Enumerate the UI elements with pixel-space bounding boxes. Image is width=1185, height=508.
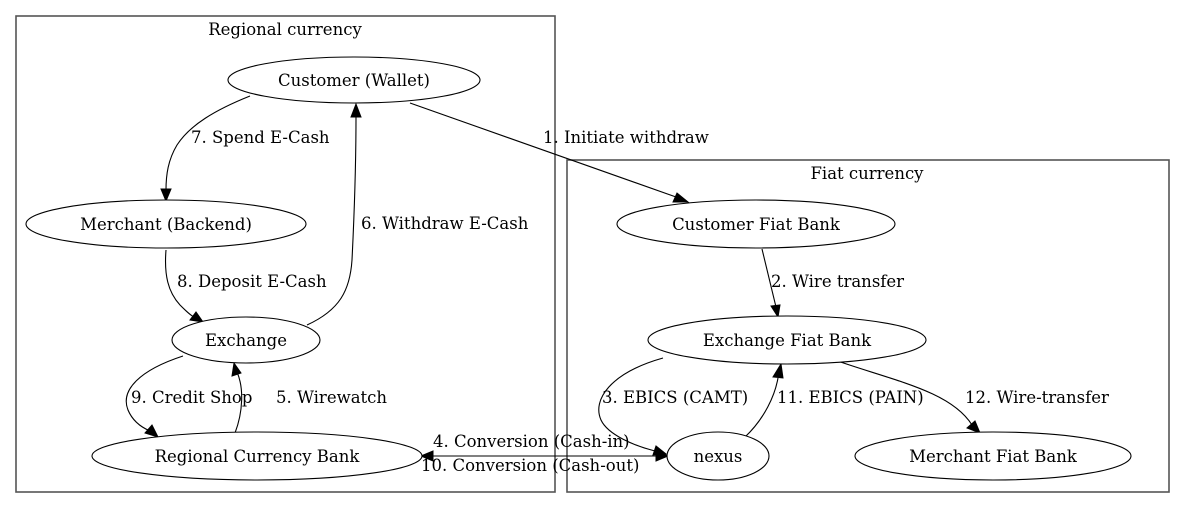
edge-wire-transfer: 2. Wire transfer: [761, 248, 904, 319]
cluster-fiat-label: Fiat currency: [810, 164, 924, 183]
edge-ebics-pain-path: [744, 377, 779, 438]
node-merchant-fiat-bank-shape: [854, 431, 1132, 481]
edge-initiate-withdraw-arrowhead: [672, 192, 690, 203]
node-merchant-fiat-bank: Merchant Fiat Bank: [854, 431, 1132, 481]
cluster-fiat-currency: Fiat currency: [566, 159, 1170, 493]
node-merchant-backend-shape: [25, 199, 307, 249]
edge-credit-shop-path: [125, 355, 184, 432]
edge-ebics-pain-label: 11. EBICS (PAIN): [777, 388, 924, 407]
edge-initiate-withdraw-path: [409, 102, 677, 198]
node-customer-fiat-bank-shape: [616, 199, 896, 249]
node-exchange: Exchange: [171, 316, 321, 364]
edge-wire-transfer-path: [761, 248, 777, 308]
node-exchange-fiat-bank-shape: [647, 315, 927, 365]
edge-deposit-ecash-label: 8. Deposit E-Cash: [177, 272, 327, 291]
node-nexus: nexus: [666, 431, 770, 481]
edge-conversion-cash-in-arrowhead: [419, 450, 434, 462]
edge-wire-transfer-merchant-path: [828, 357, 973, 426]
edge-ebics-pain-arrowhead: [772, 362, 784, 379]
node-nexus-shape: [666, 431, 770, 481]
edge-credit-shop-label: 9. Credit Shop: [131, 388, 252, 407]
edge-deposit-ecash-path: [164, 249, 195, 318]
edge-deposit-ecash-arrowhead: [189, 311, 205, 323]
edge-credit-shop-arrowhead: [144, 424, 159, 438]
node-exchange-fiat-bank: Exchange Fiat Bank: [647, 315, 927, 365]
edge-conversion-cash-out-label: 10. Conversion (Cash-out): [421, 456, 639, 475]
node-merchant-backend: Merchant (Backend): [25, 199, 307, 249]
edge-spend-ecash: 7. Spend E-Cash: [160, 95, 330, 203]
edge-withdraw-ecash-label: 6. Withdraw E-Cash: [361, 214, 529, 233]
edge-wire-transfer-label: 2. Wire transfer: [771, 272, 904, 291]
edge-wire-transfer-merchant-label: 12. Wire-transfer: [965, 388, 1109, 407]
cluster-regional-box: [15, 15, 556, 493]
node-nexus-label: nexus: [694, 447, 743, 466]
edge-ebics-pain: 11. EBICS (PAIN): [744, 362, 924, 438]
edge-initiate-withdraw: 1. Initiate withdraw: [409, 102, 709, 203]
edge-conversion-cash-out: 10. Conversion (Cash-out): [421, 450, 670, 475]
edge-withdraw-ecash-arrowhead: [350, 102, 362, 118]
cluster-regional-currency: Regional currency: [15, 15, 556, 493]
edge-initiate-withdraw-label: 1. Initiate withdraw: [543, 128, 709, 147]
node-exchange-fiat-bank-label: Exchange Fiat Bank: [703, 331, 872, 350]
edge-ebics-camt-path: [598, 357, 664, 452]
node-regional-currency-bank-shape: [91, 431, 423, 481]
edge-wirewatch-label: 5. Wirewatch: [276, 388, 387, 407]
edge-wire-transfer-merchant: 12. Wire-transfer: [828, 357, 1109, 434]
edge-conversion-cash-in-label: 4. Conversion (Cash-in): [433, 432, 630, 451]
node-merchant-fiat-bank-label: Merchant Fiat Bank: [909, 447, 1078, 466]
edge-spend-ecash-arrowhead: [160, 188, 172, 203]
edge-wirewatch-arrowhead: [231, 361, 242, 377]
node-customer-fiat-bank: Customer Fiat Bank: [616, 199, 896, 249]
cluster-regional-label: Regional currency: [208, 20, 362, 39]
node-exchange-label: Exchange: [205, 331, 287, 350]
edge-ebics-camt-label: 3. EBICS (CAMT): [602, 388, 748, 407]
edge-deposit-ecash: 8. Deposit E-Cash: [164, 249, 327, 323]
edge-withdraw-ecash: 6. Withdraw E-Cash: [306, 102, 529, 326]
edge-wire-transfer-arrowhead: [770, 304, 781, 319]
edge-spend-ecash-path: [165, 95, 251, 191]
edge-conversion-cash-out-arrowhead: [655, 450, 670, 462]
node-customer-fiat-bank-label: Customer Fiat Bank: [672, 215, 841, 234]
edge-wire-transfer-merchant-arrowhead: [966, 420, 981, 434]
edge-wirewatch-path: [234, 371, 243, 434]
edge-conversion-cash-in: 4. Conversion (Cash-in): [419, 432, 658, 462]
edge-credit-shop: 9. Credit Shop: [125, 355, 252, 438]
node-merchant-backend-label: Merchant (Backend): [80, 215, 252, 234]
node-customer-wallet-label: Customer (Wallet): [278, 71, 430, 90]
edge-withdraw-ecash-path: [306, 115, 357, 326]
node-exchange-shape: [171, 316, 321, 364]
node-regional-currency-bank: Regional Currency Bank: [91, 431, 423, 481]
edge-wirewatch: 5. Wirewatch: [231, 361, 387, 434]
node-customer-wallet-shape: [227, 56, 481, 104]
cluster-fiat-box: [566, 159, 1170, 493]
edge-spend-ecash-label: 7. Spend E-Cash: [191, 128, 330, 147]
node-regional-currency-bank-label: Regional Currency Bank: [155, 447, 361, 466]
node-customer-wallet: Customer (Wallet): [227, 56, 481, 104]
